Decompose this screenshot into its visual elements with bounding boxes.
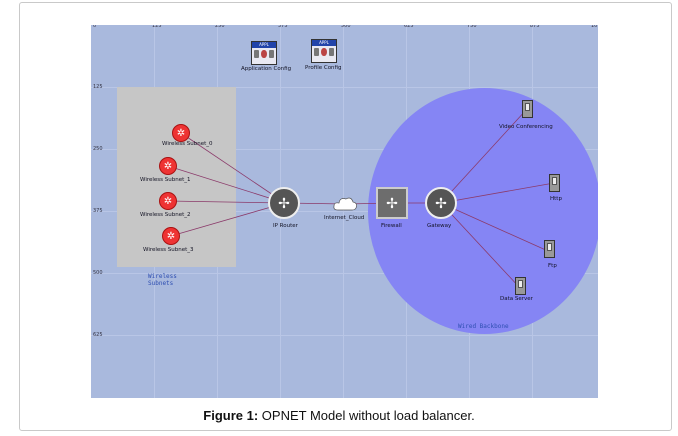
ruler-x-tick: 625 — [404, 25, 414, 29]
subnet-2-label: Wireless Subnet_2 — [140, 212, 191, 218]
wireless-node-icon[interactable]: ✲ — [159, 157, 177, 175]
caption-label: Figure 1: — [203, 408, 259, 423]
wireless-node-icon[interactable]: ✲ — [159, 192, 177, 210]
server-icon[interactable] — [549, 174, 560, 192]
server-icon[interactable] — [515, 277, 526, 295]
ruler-x-tick: 10 — [591, 25, 598, 29]
link-subnet2-router — [167, 200, 286, 204]
wired-zone-label: Wired Backbone — [458, 323, 509, 330]
caption-text: OPNET Model without load balancer. — [258, 408, 475, 423]
link-gateway-database — [440, 202, 521, 289]
ruler-x-tick: 500 — [341, 25, 351, 29]
server-icon[interactable] — [544, 240, 555, 258]
ruler-y-tick: 625 — [93, 332, 103, 338]
ruler-y-tick: 250 — [93, 146, 103, 152]
ruler-x-tick: 375 — [278, 25, 288, 29]
router-icon[interactable]: ✢ — [268, 187, 300, 219]
subnet-3-label: Wireless Subnet_3 — [143, 247, 194, 253]
link-subnet0-router — [180, 132, 286, 204]
ftp-server-label: Ftp — [548, 263, 557, 269]
ruler-y-tick: 375 — [93, 208, 103, 214]
grid-line — [91, 149, 598, 150]
config-badge: APPL — [312, 40, 336, 46]
database-server-label: Data Server — [500, 296, 533, 302]
wireless-node-icon[interactable]: ✲ — [172, 124, 190, 142]
wireless-zone-label-1: Wireless — [148, 273, 177, 280]
internet-cloud-label: Internet_Cloud — [324, 215, 365, 221]
video-server-label: Video Conferencing — [499, 124, 553, 130]
profile-config-label: Profile Config — [305, 65, 342, 71]
config-badge: APPL — [252, 42, 276, 48]
subnet-0-label: Wireless Subnet_0 — [162, 141, 213, 147]
link-gateway-http — [440, 182, 555, 204]
grid-line — [91, 273, 598, 274]
opnet-workspace[interactable]: 0 125 250 375 500 625 750 875 10 125 250… — [91, 25, 598, 398]
ruler-x-tick: 875 — [530, 25, 540, 29]
application-config-label: Application Config — [241, 66, 292, 72]
profile-config-icon[interactable]: APPL — [311, 39, 337, 63]
application-config-icon[interactable]: APPL — [251, 41, 277, 65]
figure-caption: Figure 1: OPNET Model without load balan… — [0, 408, 678, 423]
link-layer — [167, 108, 555, 289]
cloud-icon[interactable] — [332, 195, 358, 213]
grid-line — [91, 211, 598, 212]
subnet-1-label: Wireless Subnet_1 — [140, 177, 191, 183]
grid-line — [91, 335, 598, 336]
ruler-x-tick: 750 — [467, 25, 477, 29]
ruler-x-tick: 0 — [93, 25, 97, 29]
ip-router-label: IP Router — [273, 223, 298, 229]
firewall-icon[interactable]: ✢ — [376, 187, 408, 219]
ruler-y-tick: 125 — [93, 84, 103, 90]
link-subnet3-router — [170, 202, 286, 237]
link-gateway-ftp — [440, 202, 549, 252]
grid-line — [91, 87, 598, 88]
gateway-label: Gateway — [427, 223, 452, 229]
ruler-x-tick: 250 — [215, 25, 225, 29]
http-server-label: Http — [550, 196, 562, 202]
ruler-x-tick: 125 — [152, 25, 162, 29]
ruler-y-tick: 500 — [93, 270, 103, 276]
wireless-zone-label-2: Subnets — [148, 280, 174, 287]
link-gateway-video — [440, 108, 528, 204]
server-icon[interactable] — [522, 100, 533, 118]
router-icon[interactable]: ✢ — [425, 187, 457, 219]
firewall-label: Firewall — [381, 223, 402, 229]
link-subnet1-router — [167, 165, 286, 204]
wireless-node-icon[interactable]: ✲ — [162, 227, 180, 245]
